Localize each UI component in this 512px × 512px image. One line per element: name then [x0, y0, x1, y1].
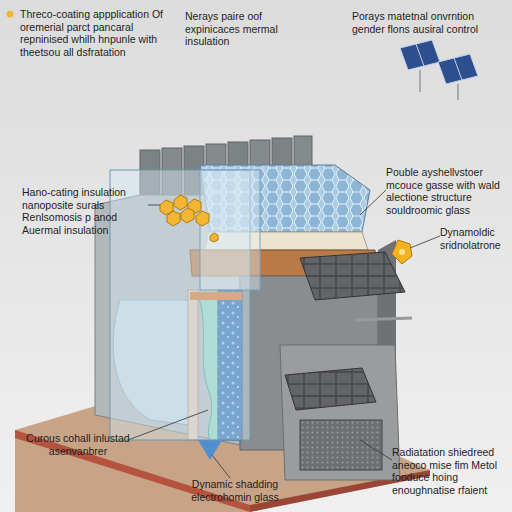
callout-label: Pouble ayshellvstoer mcouce gasse with w…: [386, 166, 510, 216]
roof-tiles: [300, 252, 405, 300]
annex-tiles: [285, 368, 376, 410]
callout-label: Hano-cating insulation nanoposite surals…: [22, 186, 142, 236]
leader-lines: [128, 190, 440, 478]
callout-label: Radiatation shiedreed aneoco mise fim Me…: [392, 446, 510, 496]
annex-block: [280, 345, 400, 480]
callout-label: Threco-coating appplication Of oremerial…: [20, 8, 175, 58]
solar-panels: [400, 40, 478, 100]
callout-label: Curous cohall inlustad asenvanbrer: [18, 432, 138, 457]
mesh-panel: [300, 420, 382, 470]
callout-label: Nerays paire oof expinicaces mermal insu…: [185, 10, 285, 48]
crystal-gem: [392, 240, 412, 264]
callout-label: Porays matetnal onvrntion gender flons a…: [352, 10, 504, 35]
crystal-glow: [399, 249, 405, 255]
callout-label: Dynamic shadding electrohomin glass: [180, 478, 290, 503]
pipe: [355, 318, 412, 320]
glass-panel: [200, 170, 260, 290]
drain-tip: [198, 440, 222, 460]
callout-label: Dynamoldic sridnolatrone: [440, 226, 510, 251]
nanoparticle-cluster: [160, 195, 218, 242]
bullet-dot: [7, 11, 14, 18]
